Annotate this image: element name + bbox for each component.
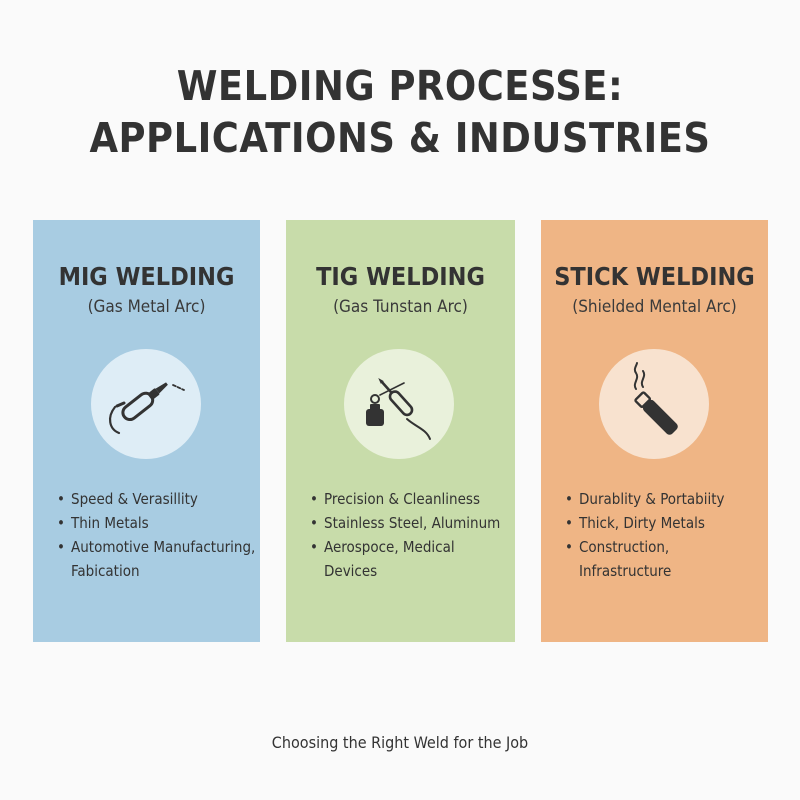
title-line-2: APPLICATIONS & INDUSTRIES: [89, 114, 711, 162]
stick-electrode-icon: [633, 362, 678, 435]
icon-circle: [344, 349, 454, 459]
bullet-list: Precision & Cleanliness Stainless Steel,…: [310, 487, 510, 583]
list-item: Automotive Manufacturing, Fabication: [57, 535, 257, 583]
list-item: Speed & Verasillity: [57, 487, 257, 511]
card-heading: MIG WELDING: [58, 262, 235, 291]
list-item: Precision & Cleanliness: [310, 487, 510, 511]
card-heading: STICK WELDING: [554, 262, 755, 291]
bullet-list: Durablity & Portabiity Thick, Dirty Meta…: [565, 487, 765, 583]
list-item: Aerospoce, Medical Devices: [310, 535, 510, 583]
title-line-1: WELDING PROCESSE:: [176, 62, 624, 110]
icon-circle: [91, 349, 201, 459]
card-subtitle: (Gas Metal Arc): [87, 297, 206, 317]
tig-torch-icon: [366, 377, 431, 440]
mig-welding-card: MIG WELDING (Gas Metal Arc) Speed & Vera…: [33, 220, 260, 642]
list-item: Thin Metals: [57, 511, 257, 535]
footer-caption: Choosing the Right Weld for the Job: [271, 733, 529, 752]
card-heading: TIG WELDING: [316, 262, 485, 291]
list-item: Construction, Infrastructure: [565, 535, 765, 583]
card-subtitle: (Gas Tunstan Arc): [333, 297, 468, 317]
list-item: Thick, Dirty Metals: [565, 511, 765, 535]
stick-welding-card: STICK WELDING (Shielded Mental Arc) Dura…: [541, 220, 768, 642]
page-title: WELDING PROCESSE: APPLICATIONS & INDUSTR…: [0, 60, 800, 164]
list-item: Durablity & Portabiity: [565, 487, 765, 511]
mig-torch-icon: [109, 382, 185, 435]
icon-circle: [599, 349, 709, 459]
tig-welding-card: TIG WELDING (Gas Tunstan Arc) Precision …: [286, 220, 515, 642]
bullet-list: Speed & Verasillity Thin Metals Automoti…: [57, 487, 257, 583]
card-subtitle: (Shielded Mental Arc): [572, 297, 737, 317]
list-item: Stainless Steel, Aluminum: [310, 511, 510, 535]
